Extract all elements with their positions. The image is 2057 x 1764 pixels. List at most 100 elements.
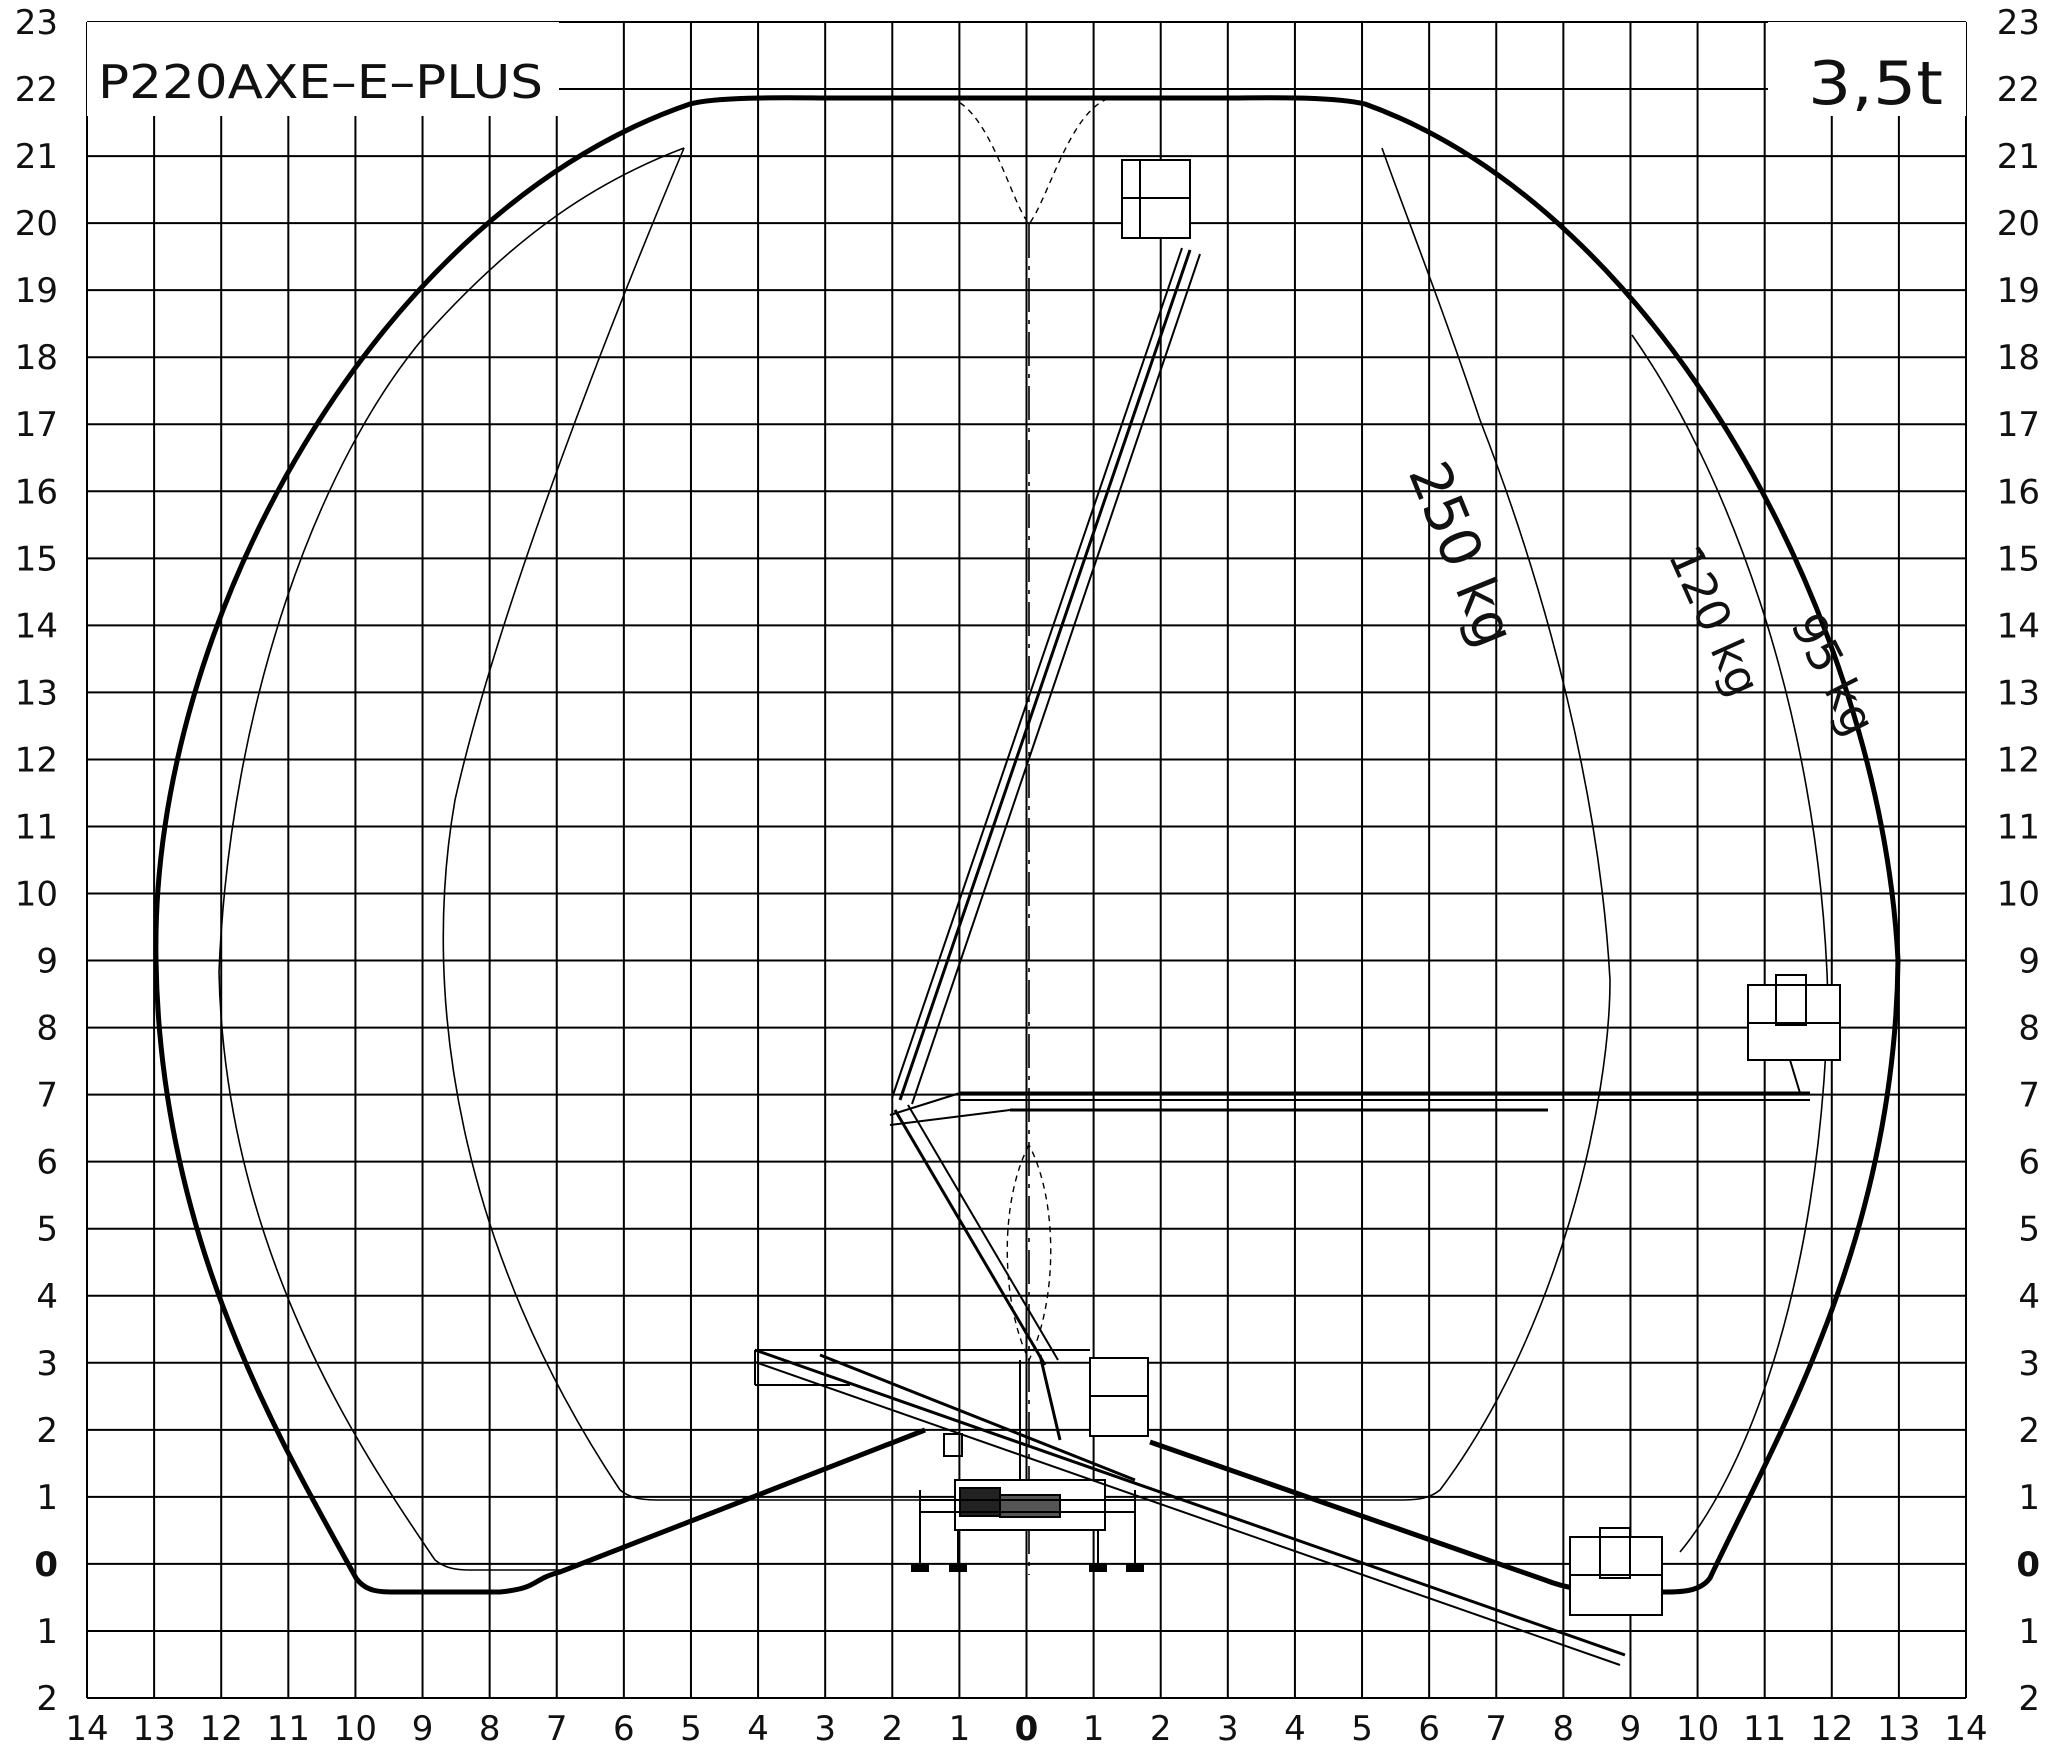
y-tick-label-left: 7 (36, 1076, 58, 1116)
y-tick-label-right: 20 (1997, 204, 2040, 244)
x-tick-label: 1 (1083, 1709, 1105, 1749)
y-tick-label-right: 12 (1997, 740, 2040, 780)
y-tick-label-right: 1 (2018, 1612, 2040, 1652)
x-tick-label: 3 (814, 1709, 836, 1749)
x-tick-label: 14 (1944, 1709, 1987, 1749)
top-dashed-curve (949, 97, 1111, 226)
envelope-250kg (442, 147, 1611, 1501)
x-tick-label: 13 (132, 1709, 175, 1749)
y-tick-label-right: 5 (2018, 1210, 2040, 1250)
y-tick-label-left: 2 (36, 1411, 58, 1451)
y-tick-label-left: 20 (15, 204, 58, 244)
boom-horizontal-config (889, 974, 1841, 1126)
x-tick-label: 6 (1418, 1709, 1440, 1749)
outrigger-foot (911, 1564, 929, 1572)
x-tick-label: 11 (267, 1709, 310, 1749)
y-tick-label-left: 16 (15, 472, 58, 512)
y-tick-label-left: 2 (36, 1679, 58, 1719)
outrigger-foot (1089, 1564, 1107, 1572)
x-tick-label: 10 (334, 1709, 377, 1749)
x-tick-label: 3 (1217, 1709, 1239, 1749)
y-tick-label-left: 14 (15, 606, 58, 646)
y-tick-label-right: 17 (1997, 405, 2040, 445)
x-tick-label: 8 (479, 1709, 501, 1749)
model-title: P220AXE–E–PLUS (98, 55, 543, 109)
x-tick-label: 0 (1015, 1709, 1039, 1749)
y-tick-label-right: 22 (1997, 70, 2040, 110)
y-tick-label-left: 3 (36, 1344, 58, 1384)
y-tick-label-left: 17 (15, 405, 58, 445)
y-tick-label-right: 2 (2018, 1679, 2040, 1719)
y-tick-label-right: 21 (1997, 137, 2040, 177)
y-tick-label-right: 1 (2018, 1478, 2040, 1518)
y-tick-label-right: 8 (2018, 1009, 2040, 1049)
x-tick-label: 9 (412, 1709, 434, 1749)
y-tick-label-left: 10 (15, 875, 58, 915)
grid (86, 21, 1967, 1699)
y-tick-label-left: 21 (15, 137, 58, 177)
y-tick-label-left: 22 (15, 70, 58, 110)
y-tick-label-right: 23 (1997, 3, 2040, 43)
x-tick-label: 12 (200, 1709, 243, 1749)
y-tick-label-right: 6 (2018, 1143, 2040, 1183)
outrigger-foot (1126, 1564, 1144, 1572)
y-tick-label-right: 10 (1997, 875, 2040, 915)
y-tick-label-right: 3 (2018, 1344, 2040, 1384)
y-tick-label-left: 9 (36, 942, 58, 982)
envelope-120kg-right (1631, 334, 1829, 1553)
boom-vertical-config (891, 159, 1201, 1441)
y-tick-label-left: 1 (36, 1478, 58, 1518)
y-tick-label-left: 1 (36, 1612, 58, 1652)
y-tick-label-right: 14 (1997, 606, 2040, 646)
y-tick-label-right: 0 (2016, 1545, 2040, 1585)
y-tick-label-left: 18 (15, 338, 58, 378)
x-tick-label: 12 (1810, 1709, 1853, 1749)
y-tick-label-right: 4 (2018, 1277, 2040, 1317)
x-tick-label: 11 (1743, 1709, 1786, 1749)
y-tick-label-left: 0 (34, 1545, 58, 1585)
y-tick-label-left: 11 (15, 807, 58, 847)
x-tick-label: 9 (1620, 1709, 1642, 1749)
y-tick-label-right: 15 (1997, 539, 2040, 579)
outrigger-foot (949, 1564, 967, 1572)
x-tick-label: 10 (1676, 1709, 1719, 1749)
curve-label-120kg: 120 kg (1658, 538, 1772, 705)
x-tick-label: 14 (65, 1709, 108, 1749)
y-tick-label-right: 2 (2018, 1411, 2040, 1451)
y-tick-label-left: 5 (36, 1210, 58, 1250)
boom-lowered-config (754, 1348, 1663, 1666)
y-tick-label-right: 11 (1997, 807, 2040, 847)
y-tick-label-left: 12 (15, 740, 58, 780)
vehicle-engine (999, 1494, 1061, 1518)
y-tick-label-left: 15 (15, 539, 58, 579)
vehicle (911, 1360, 1144, 1572)
y-tick-label-left: 19 (15, 271, 58, 311)
x-tick-label: 4 (1284, 1709, 1306, 1749)
x-tick-label: 5 (1351, 1709, 1373, 1749)
envelope-95kg-left-bottom (153, 959, 926, 1595)
y-tick-label-right: 18 (1997, 338, 2040, 378)
x-tick-label: 1 (949, 1709, 971, 1749)
x-tick-label: 5 (680, 1709, 702, 1749)
envelope-95kg (153, 95, 1901, 1595)
x-tick-label: 2 (1150, 1709, 1172, 1749)
envelope-120kg (218, 147, 685, 1571)
x-tick-label: 7 (1485, 1709, 1507, 1749)
y-tick-label-left: 4 (36, 1277, 58, 1317)
y-tick-label-right: 13 (1997, 673, 2040, 713)
x-tick-label: 6 (613, 1709, 635, 1749)
x-tick-label: 2 (881, 1709, 903, 1749)
x-tick-label: 7 (546, 1709, 568, 1749)
y-tick-label-right: 19 (1997, 271, 2040, 311)
capacity-box (1768, 22, 1966, 116)
y-tick-label-left: 23 (15, 3, 58, 43)
x-tick-label: 4 (747, 1709, 769, 1749)
y-tick-label-left: 8 (36, 1009, 58, 1049)
y-tick-label-right: 7 (2018, 1076, 2040, 1116)
title-box (87, 22, 559, 116)
x-tick-label: 13 (1877, 1709, 1920, 1749)
